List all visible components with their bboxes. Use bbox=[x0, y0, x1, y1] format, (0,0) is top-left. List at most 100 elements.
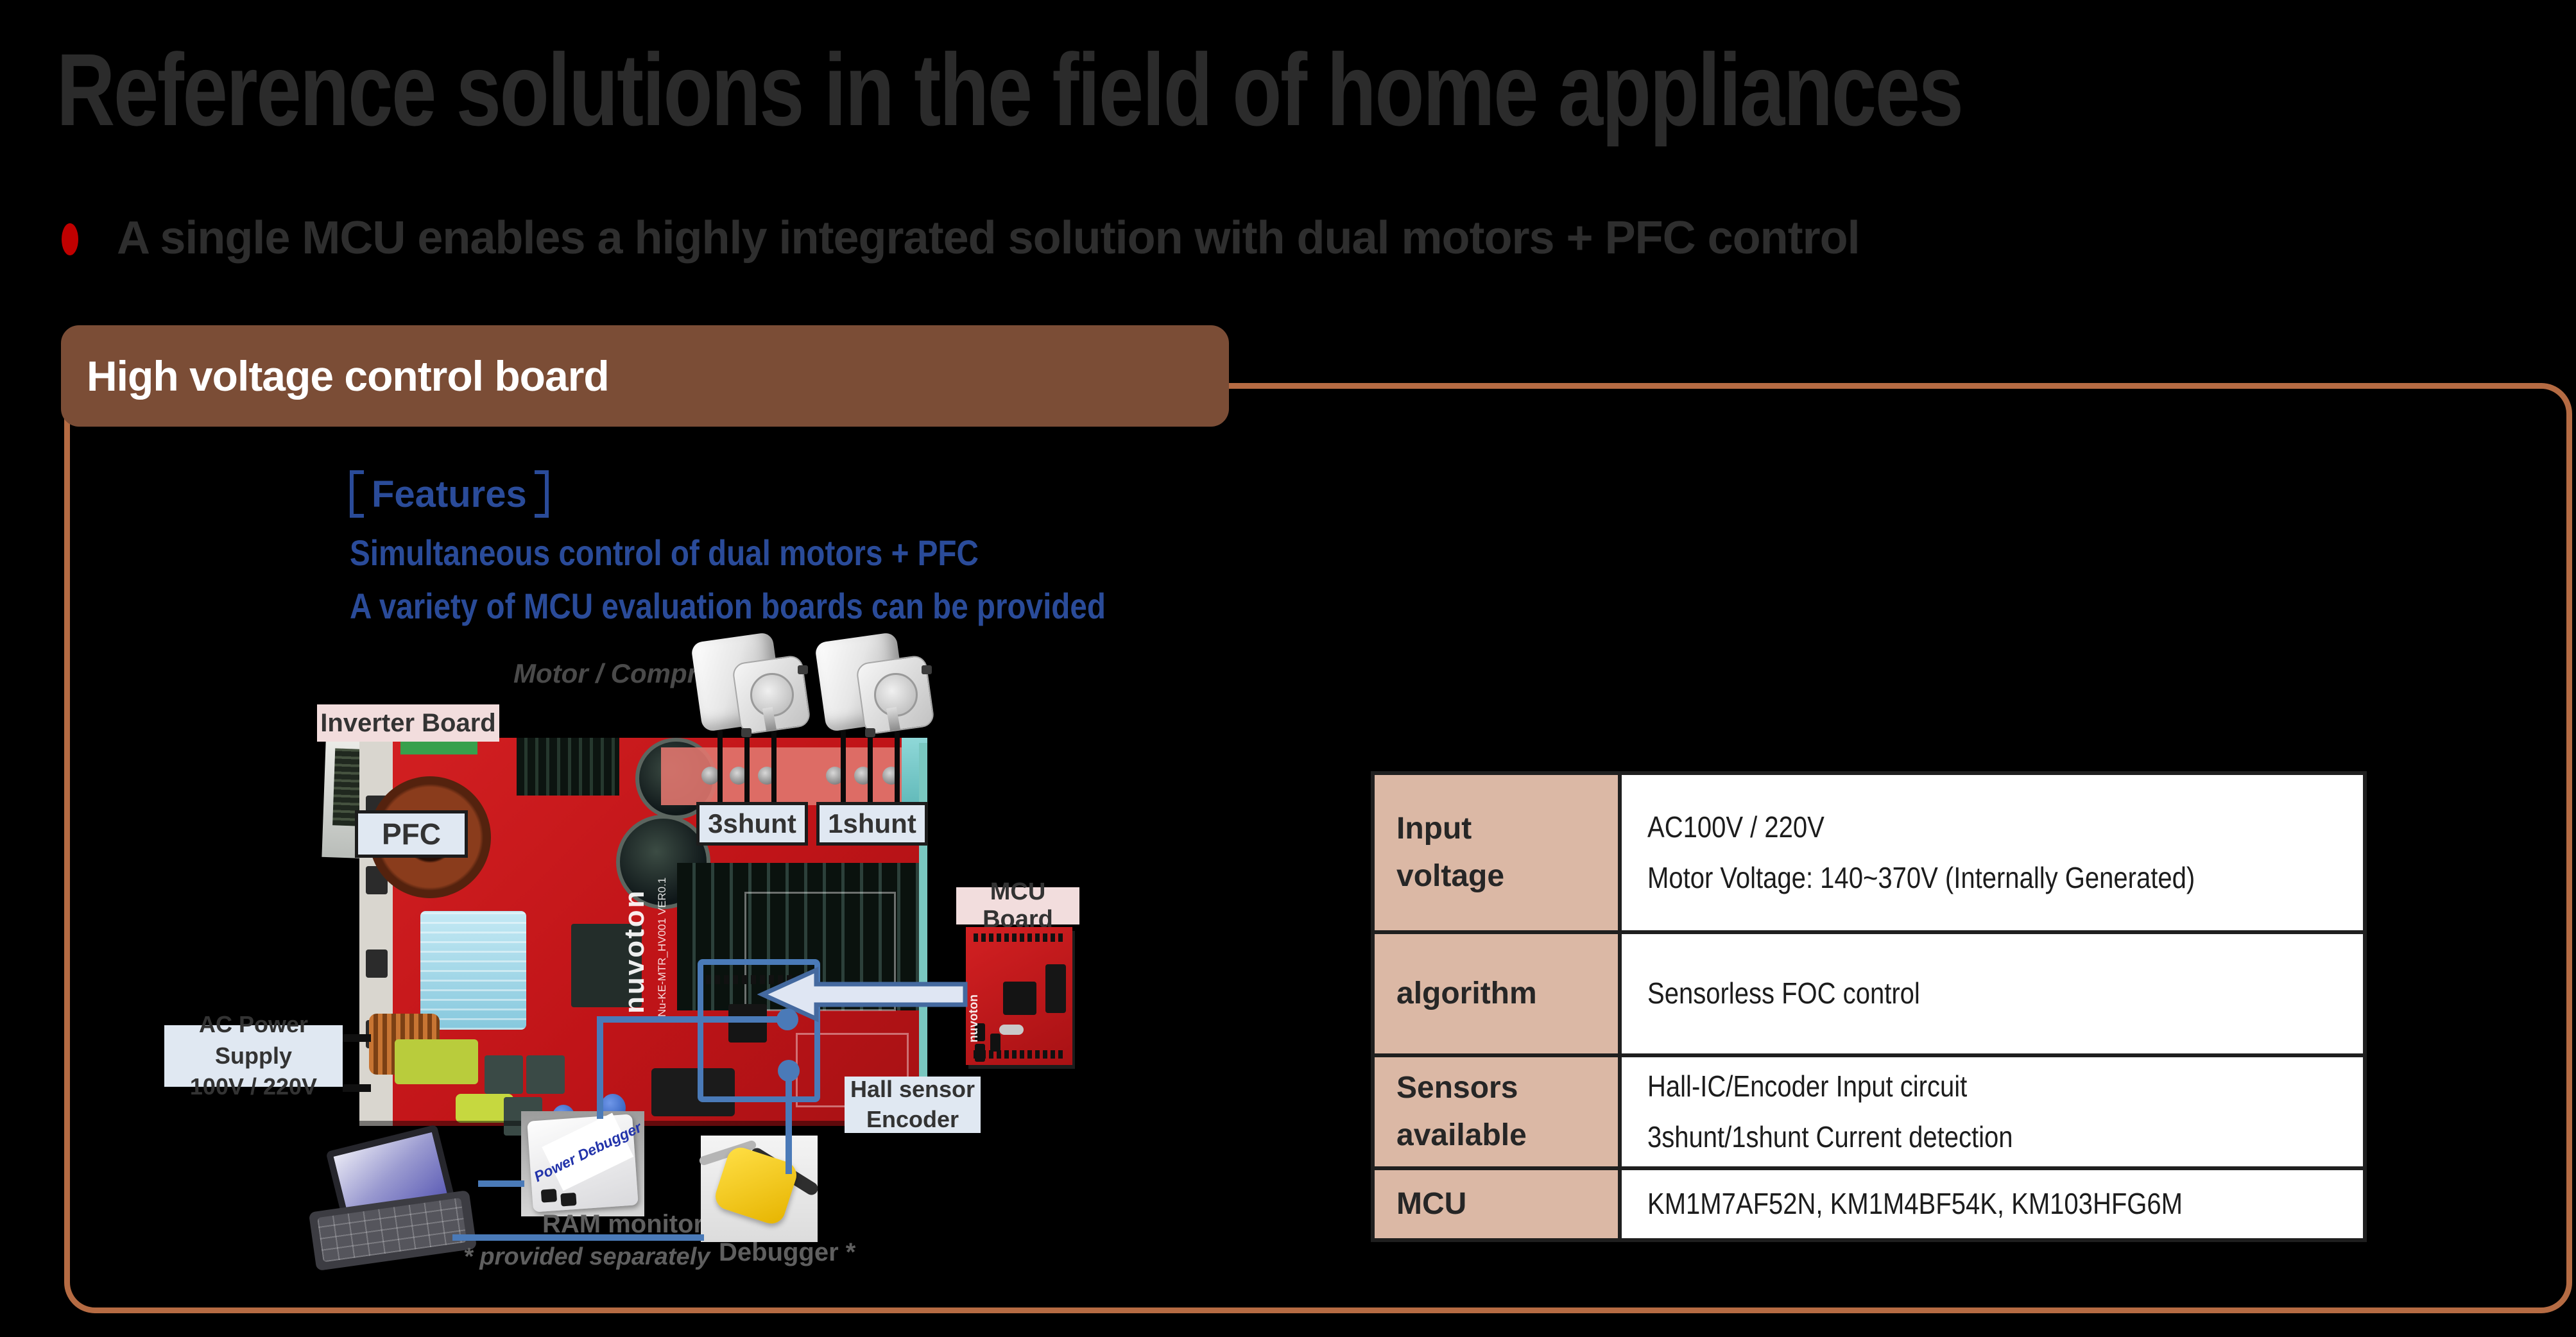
connector-block-icon bbox=[400, 739, 477, 754]
board-silkscreen-brand: nuvoton bbox=[619, 889, 650, 1014]
power-debugger-photo: Power Debugger bbox=[521, 1111, 644, 1216]
motor-wire bbox=[841, 720, 846, 835]
spec-header-line: available bbox=[1396, 1118, 1527, 1152]
connection-line bbox=[597, 1016, 789, 1023]
features-block: Features Simultaneous control of dual mo… bbox=[350, 470, 1239, 638]
spec-header-line: Input bbox=[1396, 811, 1472, 846]
features-line-1: Simultaneous control of dual motors + PF… bbox=[350, 532, 979, 573]
capacitor-icon bbox=[526, 1055, 565, 1094]
spec-header-line: MCU bbox=[1396, 1186, 1467, 1221]
ac-wire bbox=[343, 1034, 371, 1042]
motor-illustration bbox=[814, 631, 936, 741]
content-panel-border bbox=[64, 383, 2572, 1313]
crystal-icon bbox=[999, 1025, 1024, 1035]
spec-header-line: algorithm bbox=[1396, 976, 1537, 1010]
features-line-2: A variety of MCU evaluation boards can b… bbox=[350, 586, 1106, 626]
3shunt-label: 3shunt bbox=[696, 802, 808, 846]
spec-value-line: Motor Voltage: 140~370V (Internally Gene… bbox=[1647, 861, 2195, 894]
spec-row-value: AC100V / 220V Motor Voltage: 140~370V (I… bbox=[1622, 775, 2363, 930]
pcb-trace-outline bbox=[744, 892, 896, 1011]
ac-power-line2: 100V / 220V bbox=[189, 1073, 318, 1100]
bullet-text: A single MCU enables a highly integrated… bbox=[117, 212, 1860, 264]
capacitor-icon bbox=[990, 1034, 1000, 1052]
terminal-screw-icon bbox=[701, 767, 719, 785]
connection-line bbox=[478, 1180, 524, 1187]
port-icon bbox=[560, 1192, 577, 1207]
connection-line bbox=[452, 1234, 704, 1241]
connection-line bbox=[786, 1070, 792, 1174]
spec-header-line: Sensors bbox=[1396, 1070, 1518, 1105]
pin-header-icon bbox=[974, 1050, 1065, 1059]
power-debugger-device: Power Debugger bbox=[527, 1112, 644, 1213]
section-header: High voltage control board bbox=[61, 325, 1229, 427]
ram-monitor-label: RAM monitor * bbox=[542, 1210, 721, 1238]
motor-wire bbox=[895, 720, 900, 835]
embedded-mcu-chip-icon bbox=[728, 1004, 767, 1043]
laptop-keyboard bbox=[308, 1189, 477, 1272]
power-debugger-label-strip: Power Debugger bbox=[531, 1112, 644, 1191]
heatsink-small-icon bbox=[517, 738, 619, 796]
hall-sensor-encoder-label: Hall sensor Encoder bbox=[845, 1076, 981, 1133]
motor-bolt-icon bbox=[798, 665, 808, 674]
spec-value-line: Sensorless FOC control bbox=[1647, 976, 1920, 1010]
spec-row-header: Input voltage bbox=[1375, 775, 1618, 930]
debugger-photo bbox=[698, 1136, 821, 1242]
mcu-board-photo: nuvoton bbox=[966, 927, 1072, 1065]
hall-label-line2: Encoder bbox=[866, 1106, 959, 1132]
3shunt-label-text: 3shunt bbox=[708, 808, 796, 839]
connection-line bbox=[597, 1021, 603, 1119]
inverter-board-label: Inverter Board bbox=[317, 704, 499, 742]
spec-row-value: Hall-IC/Encoder Input circuit 3shunt/1sh… bbox=[1622, 1057, 2363, 1166]
motor-bolt-icon bbox=[741, 728, 751, 737]
mcu-area-highlight bbox=[698, 959, 820, 1102]
debugger-label: Debugger * bbox=[719, 1238, 856, 1266]
power-debugger-text: Power Debugger bbox=[531, 1118, 644, 1185]
mcu-board-label: MCU Board bbox=[956, 878, 1079, 933]
capacitor-icon bbox=[485, 1055, 523, 1094]
ac-wire bbox=[343, 1084, 371, 1092]
motor-wire bbox=[868, 720, 873, 835]
debug-connector-icon bbox=[1045, 964, 1066, 1013]
laptop-illustration bbox=[308, 1124, 477, 1272]
ac-power-supply-label: AC Power Supply 100V / 220V bbox=[164, 1011, 343, 1100]
spec-row-value: Sensorless FOC control bbox=[1622, 934, 2363, 1053]
motor-bolt-icon bbox=[865, 728, 875, 737]
board-silkscreen-model: Nu-KE-MTR_HV001 VER0.1 bbox=[656, 877, 668, 1017]
mcu-board-silkscreen-brand: nuvoton bbox=[967, 994, 981, 1043]
spec-value-line: KM1M7AF52N, KM1M4BF54K, KM103HFG6M bbox=[1647, 1187, 2183, 1221]
section-header-label: High voltage control board bbox=[87, 352, 610, 400]
provided-separately-note: * provided separately bbox=[463, 1243, 710, 1270]
pin-header-icon bbox=[974, 933, 1065, 942]
connection-dot-icon bbox=[777, 1009, 798, 1030]
1shunt-label: 1shunt bbox=[816, 802, 928, 846]
film-capacitor-icon bbox=[395, 1039, 478, 1084]
motor-illustration bbox=[690, 631, 812, 741]
bracket-right-icon bbox=[534, 470, 549, 518]
1shunt-label-text: 1shunt bbox=[828, 808, 916, 839]
board-edge-strip bbox=[919, 743, 927, 1121]
spec-row-value: KM1M7AF52N, KM1M4BF54K, KM103HFG6M bbox=[1622, 1170, 2363, 1238]
connection-dot-icon bbox=[778, 1060, 800, 1082]
motor-bolt-icon bbox=[922, 665, 932, 674]
relay-icon bbox=[651, 1068, 735, 1116]
spec-value-line: AC100V / 220V bbox=[1647, 810, 1825, 844]
motor-wire bbox=[744, 720, 750, 835]
spec-row-header: Sensors available bbox=[1375, 1057, 1618, 1166]
pfc-label-text: PFC bbox=[382, 817, 441, 851]
spec-row-header: algorithm bbox=[1375, 934, 1618, 1053]
spec-value-line: Hall-IC/Encoder Input circuit bbox=[1647, 1069, 1968, 1103]
spec-value-line: 3shunt/1shunt Current detection bbox=[1647, 1120, 2013, 1154]
terminal-screw-icon bbox=[366, 950, 388, 978]
motor-wire bbox=[771, 720, 777, 835]
bracket-left-icon bbox=[350, 470, 364, 518]
arrow-left-icon bbox=[757, 966, 968, 1023]
page-title: Reference solutions in the field of home… bbox=[56, 32, 1964, 147]
power-module-icon bbox=[571, 924, 642, 1007]
pfc-label: PFC bbox=[355, 810, 468, 858]
spec-table: Input voltage AC100V / 220V Motor Voltag… bbox=[1371, 771, 2367, 1242]
mcu-board-label-text: MCU Board bbox=[983, 878, 1053, 933]
bullet-icon bbox=[62, 223, 78, 255]
capacitor-icon bbox=[975, 1023, 985, 1041]
hall-label-line1: Hall sensor bbox=[850, 1076, 975, 1103]
